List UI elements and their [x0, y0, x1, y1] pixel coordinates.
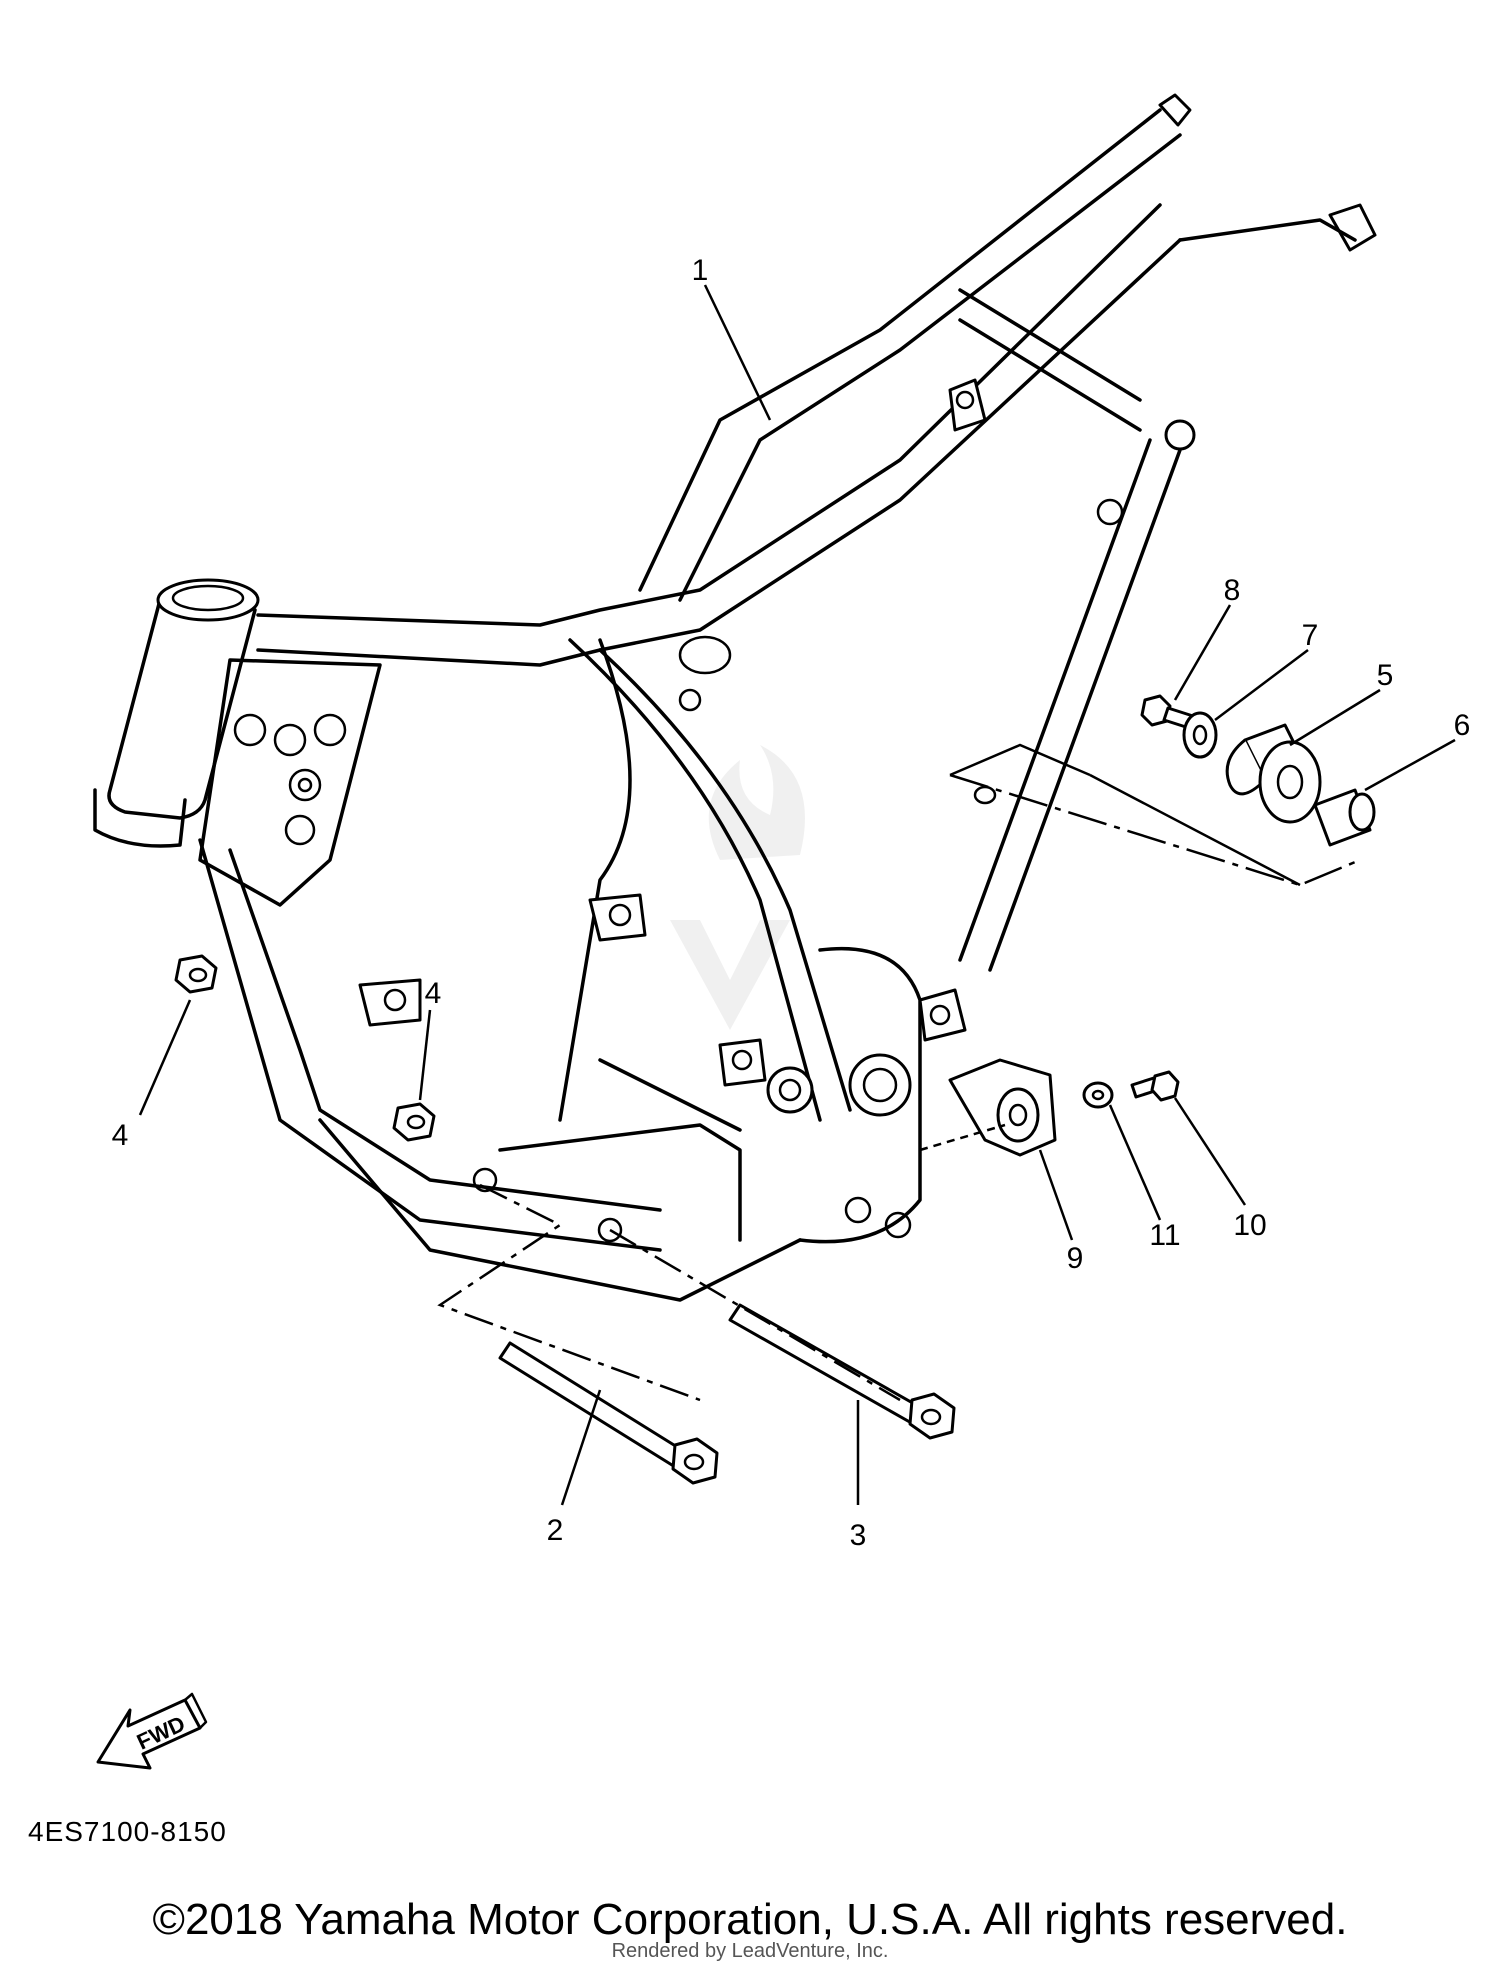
- through-bolt-2: [498, 1341, 719, 1485]
- callout-3: 3: [850, 1519, 867, 1552]
- callout-7: 7: [1302, 619, 1319, 652]
- fwd-arrow-icon: FWD: [96, 1692, 208, 1770]
- callout-11: 11: [1149, 1219, 1180, 1252]
- leader-lines: [138, 284, 1456, 1506]
- collar-nut-left: [174, 954, 218, 994]
- callout-9: 9: [1067, 1242, 1084, 1275]
- callout-10: 10: [1233, 1209, 1266, 1242]
- engine-bracket-9: [948, 1058, 1057, 1157]
- washer-7: [1182, 711, 1218, 759]
- bolt-10: [1130, 1070, 1180, 1102]
- callout-1: 1: [692, 254, 709, 287]
- collar-nut-center: [392, 1102, 436, 1142]
- main-frame: [93, 93, 1377, 1302]
- leadventure-watermark: [670, 745, 805, 1030]
- callout-8: 8: [1224, 574, 1241, 607]
- callout-2: 2: [547, 1514, 564, 1547]
- washer-11: [1082, 1081, 1114, 1109]
- collar-6: [1313, 788, 1376, 847]
- rendered-by-notice: Rendered by LeadVenture, Inc.: [611, 1940, 889, 1962]
- callout-5: 5: [1377, 659, 1394, 692]
- callout-4-center: 4: [425, 977, 442, 1010]
- callout-4-left: 4: [112, 1119, 129, 1152]
- callout-6: 6: [1454, 709, 1471, 742]
- copyright-notice: ©2018 Yamaha Motor Corporation, U.S.A. A…: [152, 1895, 1348, 1944]
- damper-5: [1225, 723, 1322, 824]
- through-bolt-3: [728, 1303, 956, 1440]
- diagram-code: 4ES7100-8150: [28, 1816, 227, 1847]
